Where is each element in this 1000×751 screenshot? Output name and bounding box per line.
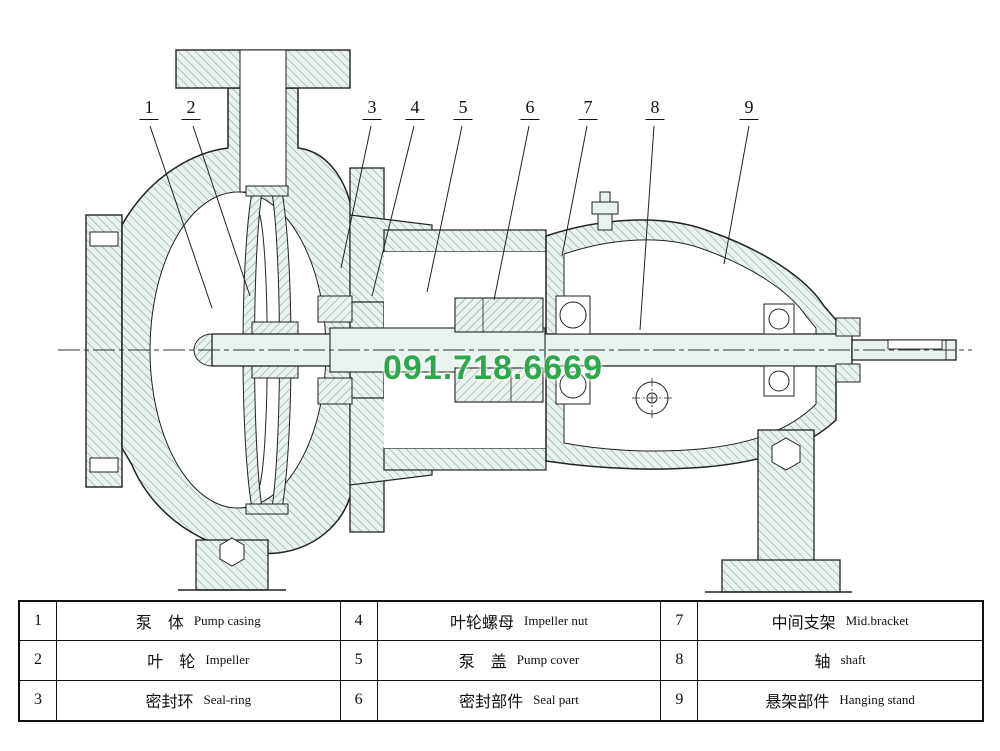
part-name-cn: 悬架部件	[765, 694, 830, 712]
callout-6: 6	[520, 97, 540, 120]
part-number-cell: 7	[661, 602, 699, 642]
part-name-cn: 泵 盖	[458, 654, 507, 672]
keyway	[887, 339, 943, 350]
callout-3: 3	[362, 97, 382, 120]
callout-8: 8	[645, 97, 665, 120]
part-name-cell: 泵 盖 Pump cover	[377, 641, 662, 681]
drain-hole	[632, 378, 672, 418]
part-name-cell: 悬架部件 Hanging stand	[698, 681, 982, 720]
callout-5: 5	[453, 97, 473, 120]
part-number-cell: 1	[20, 602, 57, 642]
oil-plug	[591, 201, 619, 215]
part-name-cell: 密封环 Seal-ring	[57, 680, 341, 720]
part-name-en: Seal part	[533, 692, 579, 708]
part-name-en: Mid.bracket	[845, 613, 909, 629]
part-number-cell: 5	[340, 641, 378, 681]
part-name-en: Pump cover	[516, 652, 580, 668]
part-name-en: Pump casing	[193, 613, 261, 629]
part-name-cn: 密封环	[145, 694, 194, 712]
part-name-cn: 叶轮螺母	[450, 615, 515, 633]
seal-ring-bottom	[245, 503, 289, 515]
part-name-cell: 泵 体 Pump casing	[57, 602, 341, 642]
part-name-cn: 叶 轮	[147, 654, 196, 672]
hanging-stand	[545, 191, 852, 593]
part-name-en: Impeller nut	[524, 613, 588, 629]
part-number-cell: 3	[20, 680, 57, 720]
callout-9: 9	[739, 97, 759, 120]
leader-lines	[149, 125, 750, 331]
seal-part	[454, 297, 544, 403]
part-number-cell: 8	[661, 641, 699, 681]
part-name-en: Impeller	[205, 652, 250, 668]
part-name-cell: 叶 轮 Impeller	[57, 641, 341, 681]
part-name-cell: 中间支架 Mid.bracket	[698, 602, 982, 642]
part-name-cn: 轴	[814, 654, 831, 672]
support-foot	[757, 429, 815, 567]
suction-flange	[85, 214, 123, 488]
parts-table: 1 泵 体 Pump casing 4 叶轮螺母 Impeller nut 7 …	[18, 600, 984, 722]
part-name-cn: 中间支架	[771, 615, 836, 633]
pump-cross-section-diagram	[58, 49, 972, 593]
part-name-en: Seal-ring	[203, 692, 252, 708]
ball-bearings	[555, 295, 861, 405]
part-name-cell: 轴 shaft	[698, 641, 982, 681]
part-number-cell: 4	[340, 602, 378, 642]
part-number-cell: 6	[341, 680, 378, 720]
part-name-cell: 密封部件 Seal part	[378, 680, 662, 720]
callout-2: 2	[181, 97, 201, 120]
seal-ring-top	[245, 185, 289, 197]
part-name-cn: 密封部件	[459, 694, 524, 712]
foot-bolt	[771, 437, 801, 471]
callout-4: 4	[405, 97, 425, 120]
part-number-cell: 2	[20, 641, 57, 681]
part-name-cell: 叶轮螺母 Impeller nut	[377, 602, 662, 642]
part-number-cell: 9	[661, 680, 699, 720]
callout-7: 7	[578, 97, 598, 120]
part-name-en: Hanging stand	[839, 692, 915, 708]
callout-1: 1	[139, 97, 159, 120]
watermark-phone-number: 091.718.6669	[383, 349, 603, 387]
part-name-cn: 泵 体	[135, 615, 184, 633]
part-name-en: shaft	[840, 652, 866, 668]
